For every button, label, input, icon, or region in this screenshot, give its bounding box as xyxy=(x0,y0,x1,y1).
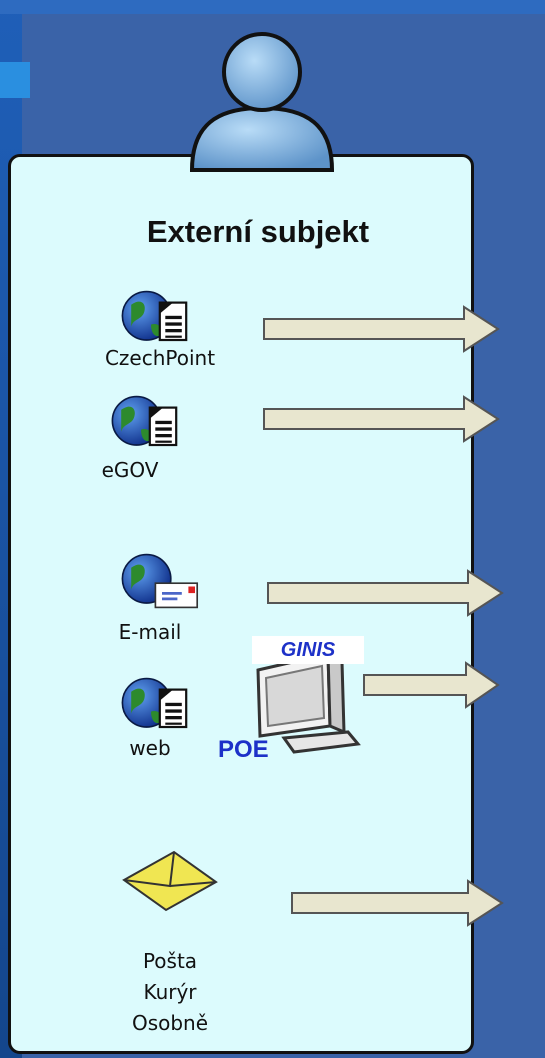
email-arrow xyxy=(266,568,506,618)
globe-document-icon xyxy=(118,285,206,351)
channel-label-email: E-mail xyxy=(118,620,182,644)
czechpoint-arrow xyxy=(262,304,502,354)
globe-document-icon xyxy=(108,390,196,456)
globe-envelope-icon xyxy=(118,548,206,614)
background-accent xyxy=(0,62,30,98)
post-arrow xyxy=(291,879,504,927)
channel-label-web: web xyxy=(129,736,171,760)
poe-label: POE xyxy=(218,736,269,763)
globe-document-icon xyxy=(118,672,206,738)
monitor-icon xyxy=(256,651,361,754)
in-person-label: Osobně xyxy=(131,1011,209,1035)
channel-label-czechpoint: CzechPoint xyxy=(104,346,216,370)
ginis-label: GINIS xyxy=(252,636,364,664)
background-top-band xyxy=(0,0,545,14)
post-label: Pošta xyxy=(142,949,198,973)
ginis-arrow xyxy=(363,661,500,709)
envelope-icon xyxy=(122,850,218,912)
panel-title: Externí subjekt xyxy=(146,214,370,249)
egov-arrow xyxy=(262,394,502,444)
person-icon xyxy=(189,32,335,172)
courier-label: Kurýr xyxy=(143,980,197,1004)
physical-delivery-labels: Pošta Kurýr Osobně xyxy=(110,946,230,1039)
channel-label-egov: eGOV xyxy=(101,458,159,482)
